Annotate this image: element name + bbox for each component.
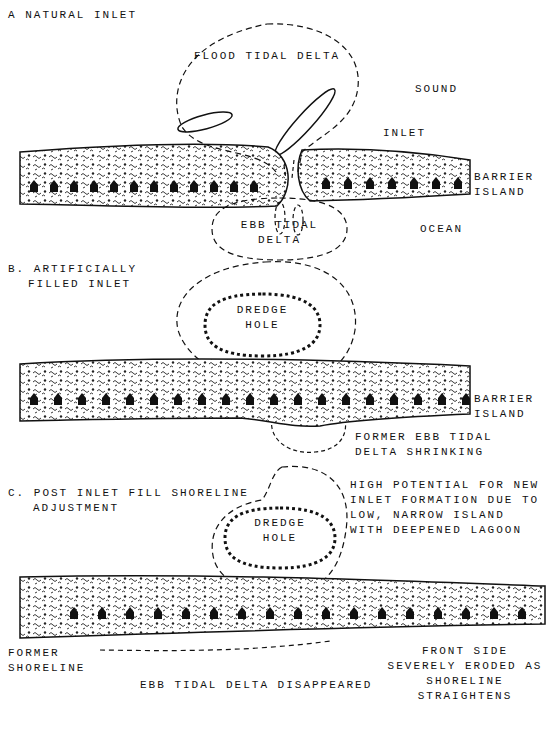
house-symbol [126, 393, 134, 405]
panel-title: B. ARTIFICIALLY FILLED INLET [8, 262, 158, 292]
house-symbol [432, 177, 440, 189]
house-symbol [250, 180, 258, 192]
house-symbol [246, 393, 254, 405]
water-label: OCEAN [420, 222, 463, 237]
house-symbol [150, 180, 158, 192]
dredge-hole-outline: DREDGE HOLE [225, 508, 335, 568]
feature-label: BARRIER ISLAND [474, 170, 540, 200]
feature-label: EBB TIDAL DELTA DISAPPEARED [140, 678, 372, 693]
house-symbol [110, 180, 118, 192]
region-label: DREDGE HOLE [237, 516, 323, 546]
house-symbol [98, 607, 106, 619]
house-symbol [170, 180, 178, 192]
house-symbol [30, 393, 38, 405]
house-symbol [414, 393, 422, 405]
house-symbol [238, 607, 246, 619]
note-text: FRONT SIDE SEVERELY ERODED AS SHORELINE … [385, 644, 545, 704]
former-flood-delta [212, 466, 347, 592]
house-symbol [30, 180, 38, 192]
outline-path [212, 198, 347, 260]
feature-label: BARRIER ISLAND [474, 392, 540, 422]
feature-label: FORMER EBB TIDAL DELTA SHRINKING [355, 430, 500, 460]
house-symbol [190, 180, 198, 192]
outline-path [205, 294, 320, 356]
house-symbol [490, 607, 498, 619]
house-symbol [462, 607, 470, 619]
house-symbol [230, 180, 238, 192]
house-symbol [266, 607, 274, 619]
house-symbol [210, 607, 218, 619]
house-symbol [150, 393, 158, 405]
ebb-delta-outline: EBB TIDAL DELTA [212, 198, 347, 260]
house-symbol [318, 393, 326, 405]
house-symbol [322, 177, 330, 189]
barrier-island [20, 359, 470, 426]
panel-title: C. POST INLET FILL SHORELINE ADJUSTMENT [8, 486, 258, 516]
house-symbol [518, 607, 526, 619]
outline-path [177, 24, 359, 172]
former-shoreline [100, 641, 330, 651]
house-symbol [294, 607, 302, 619]
house-symbol [344, 177, 352, 189]
feature-label: FORMER SHORELINE [8, 646, 98, 676]
region-label: FLOOD TIDAL DELTA [180, 49, 354, 64]
house-symbol [390, 393, 398, 405]
house-symbol [210, 180, 218, 192]
house-symbol [270, 393, 278, 405]
house-symbol [54, 393, 62, 405]
house-symbol [462, 393, 470, 405]
panel-a [20, 84, 470, 235]
house-symbol [70, 180, 78, 192]
house-symbol [50, 180, 58, 192]
barrier-island [20, 576, 545, 638]
barrier-island [298, 149, 470, 201]
dredge-hole-outline: DREDGE HOLE [205, 294, 320, 356]
houses [30, 177, 526, 619]
note-text: HIGH POTENTIAL FOR NEW INLET FORMATION D… [350, 478, 542, 538]
house-symbol [438, 393, 446, 405]
region-label: EBB TIDAL DELTA [226, 218, 333, 248]
sand-bar [176, 108, 234, 136]
house-symbol [198, 393, 206, 405]
house-symbol [154, 607, 162, 619]
panel-title: A NATURAL INLET [8, 8, 137, 23]
house-symbol [366, 177, 374, 189]
house-symbol [322, 607, 330, 619]
house-symbol [126, 607, 134, 619]
house-symbol [130, 180, 138, 192]
house-symbol [78, 393, 86, 405]
house-symbol [222, 393, 230, 405]
house-symbol [378, 607, 386, 619]
house-symbol [434, 607, 442, 619]
region-label: DREDGE HOLE [219, 303, 306, 333]
panel-b [20, 262, 470, 453]
house-symbol [454, 177, 462, 189]
house-symbol [342, 393, 350, 405]
house-symbol [182, 607, 190, 619]
house-symbol [366, 393, 374, 405]
house-symbol [90, 180, 98, 192]
house-symbol [350, 607, 358, 619]
flood-delta-outline: FLOOD TIDAL DELTA [172, 22, 362, 172]
house-symbol [294, 393, 302, 405]
house-symbol [70, 607, 78, 619]
house-symbol [388, 177, 396, 189]
outline-path [225, 508, 335, 568]
house-symbol [102, 393, 110, 405]
water-label: SOUND [415, 82, 458, 97]
barrier-island [20, 144, 288, 207]
house-symbol [406, 607, 414, 619]
feature-label: INLET [383, 126, 426, 141]
outline-shape [172, 22, 362, 172]
house-symbol [174, 393, 182, 405]
house-symbol [410, 177, 418, 189]
